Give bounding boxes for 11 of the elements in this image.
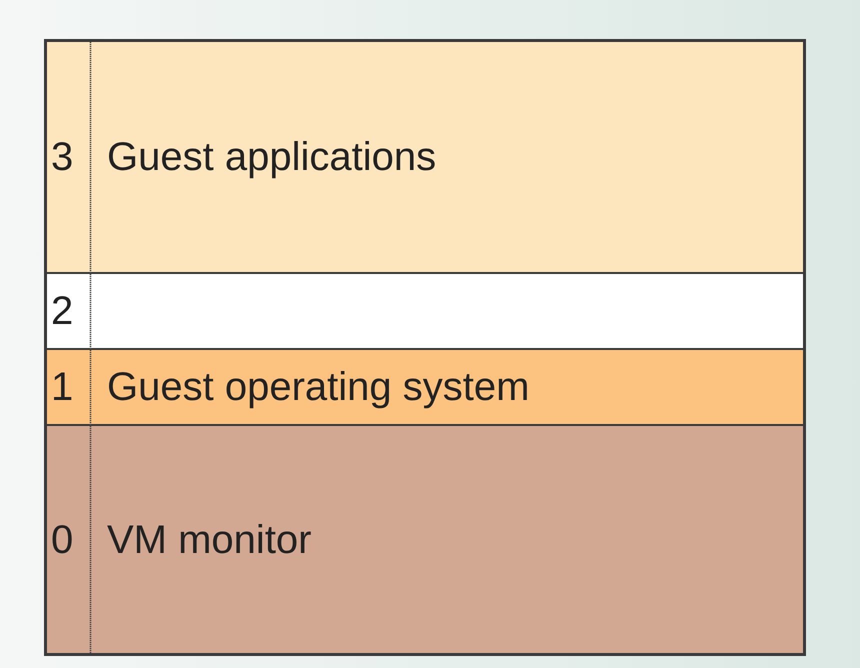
ring-layer-band	[47, 348, 803, 424]
ring-layer-band	[47, 42, 803, 272]
ring-number: 1	[51, 367, 74, 407]
layer-label: Guest applications	[107, 137, 436, 177]
layer-label: Guest operating system	[107, 367, 530, 407]
ring-number: 3	[51, 137, 74, 177]
ring-number: 2	[51, 291, 74, 331]
layer-label: VM monitor	[107, 520, 312, 560]
ring-layer-band	[47, 424, 803, 653]
ring-layer-band	[47, 272, 803, 348]
ring-number: 0	[51, 520, 74, 560]
